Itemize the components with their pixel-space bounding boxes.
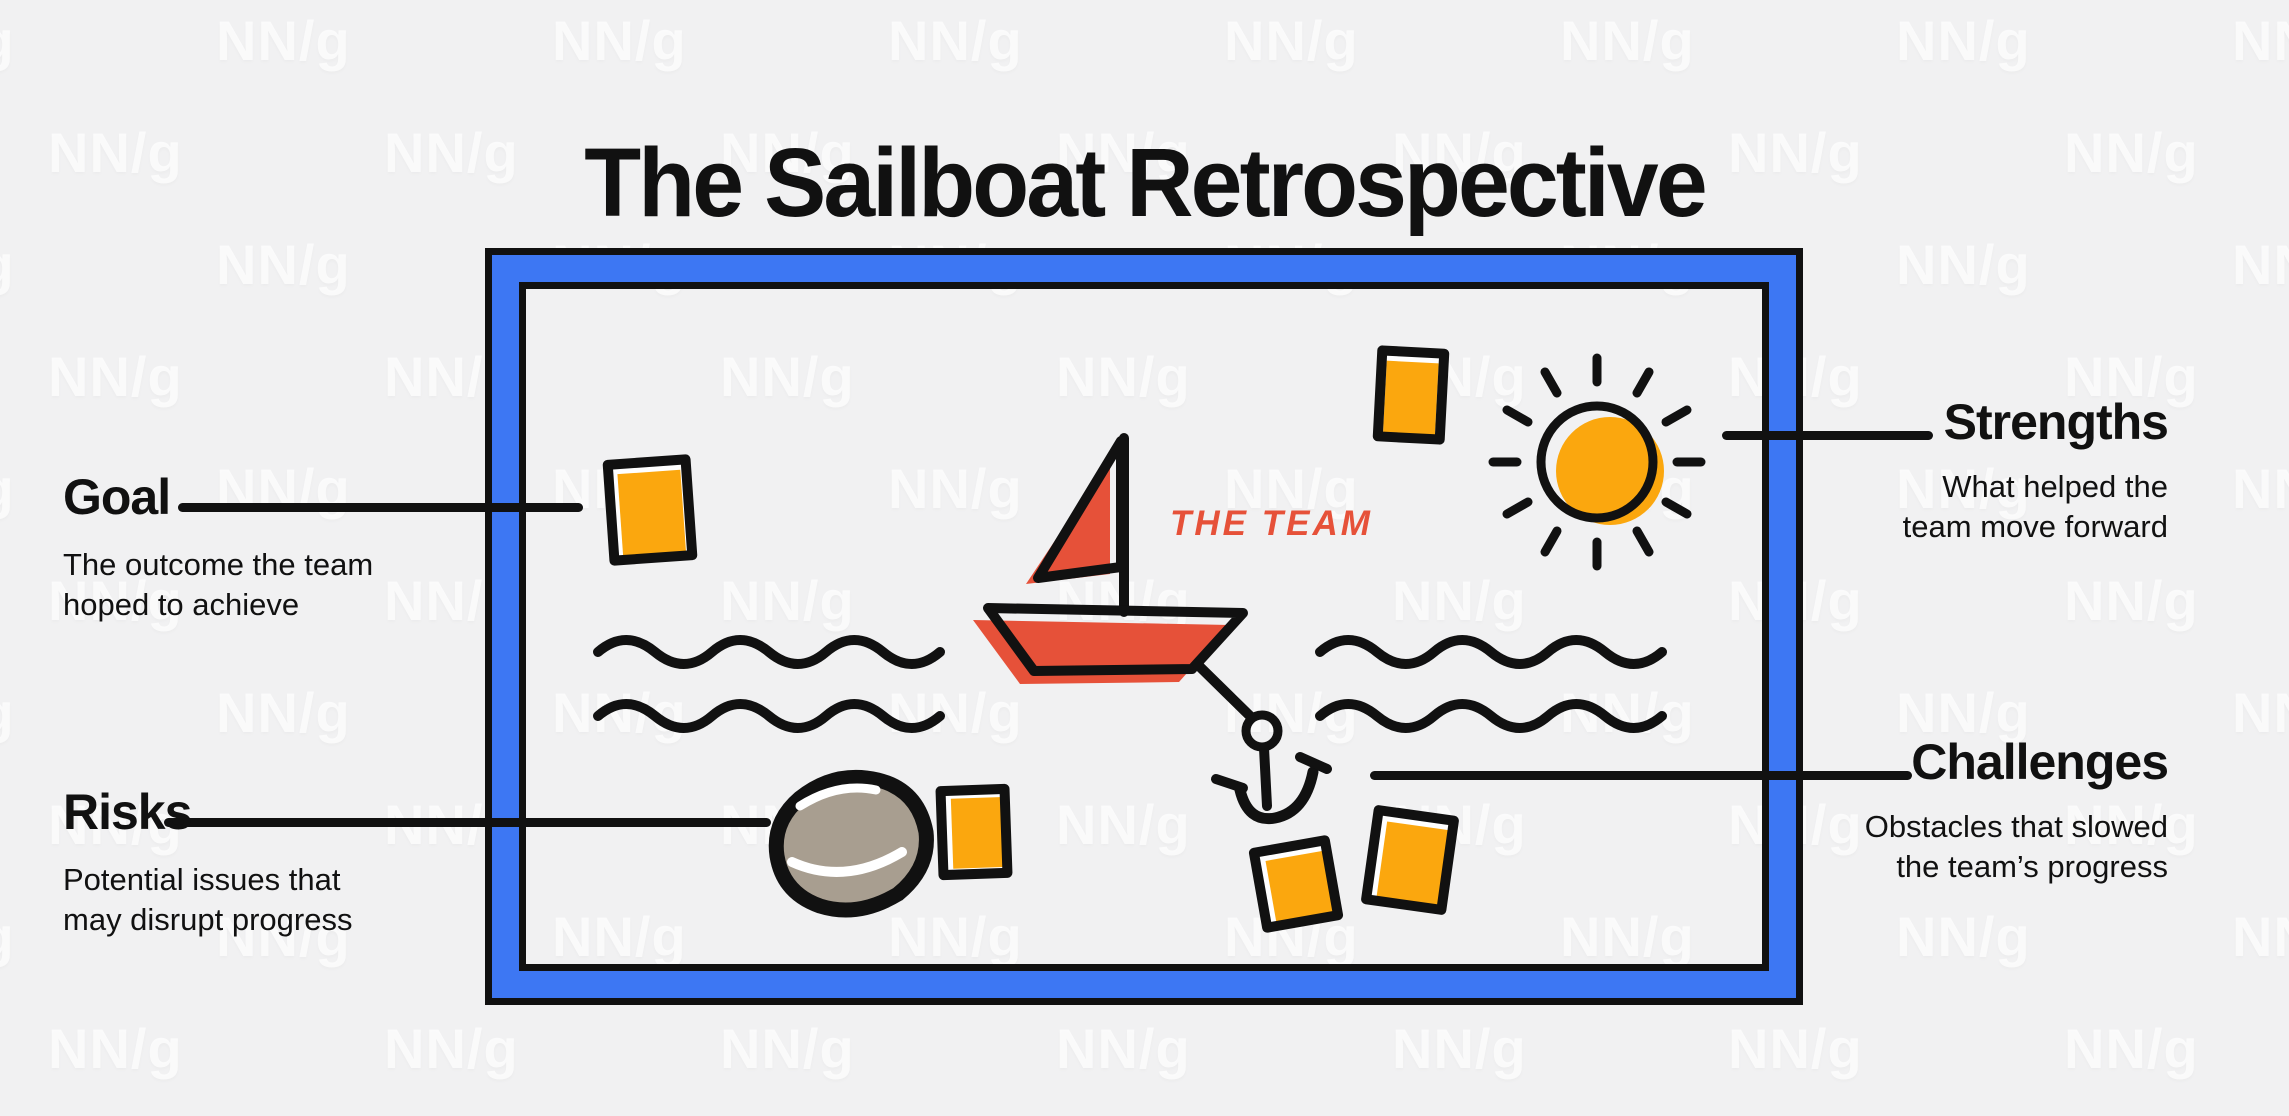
team-label: THE TEAM [1170,504,1373,543]
watermark-text: NN/g [888,9,1023,72]
watermark-text: NN/g [888,457,1023,520]
wave-icon-right [1315,635,1667,733]
goal-description-line2: hoped to achieve [63,586,300,622]
watermark-text: NN/g [216,905,351,968]
watermark-text: NN/g [720,1017,855,1080]
watermark-text: NN/g [2232,457,2289,520]
watermark-text: NN/g [1560,905,1695,968]
challenges-description-line1: Obstacles that slowed [1864,809,2168,844]
watermark-text: NN/g [48,1017,183,1080]
watermark-text: NN/g [720,121,855,184]
watermark-text: NN/g [216,9,351,72]
watermark-text: NN/g [1560,681,1695,744]
watermark-text: NN/g [48,569,183,632]
challenges-connector-line [1370,771,1912,780]
whiteboard-frame-blue-band [492,255,1796,998]
watermark-text: NN/g [1728,1017,1863,1080]
watermark-text: NN/g [2232,905,2289,968]
challenges-description-line2: the team’s progress [1896,848,2168,884]
risks-description-line2: may disrupt progress [63,901,353,937]
watermark-text: NN/g [384,121,519,184]
watermark-text: NN/g [552,9,687,72]
watermark-text: NN/g [48,793,183,856]
wave-icon-left [593,635,945,733]
challenges-label: Challenges [1911,734,2169,790]
watermark-text: NN/g [1728,121,1863,184]
watermark-text: NN/g [2064,121,2199,184]
watermark-text: NN/g [2232,681,2289,744]
watermark-text: NN/g [1392,1017,1527,1080]
sticky-note-anchor-small [1248,835,1344,933]
risks-description: Potential issues that may disrupt progre… [63,860,423,939]
strengths-description: What helped the team move forward [1808,467,2168,546]
watermark-text: NN/g [888,905,1023,968]
sticky-note-top-right [1372,345,1450,445]
watermark-text: NN/g [1056,793,1191,856]
page-title: The Sailboat Retrospective [584,127,1707,237]
watermark-text: NN/g [384,1017,519,1080]
risks-connector-line [164,818,771,827]
goal-description: The outcome the team hoped to achieve [63,545,423,624]
watermark-text: NN/g [552,905,687,968]
watermark-text: NN/g [2232,233,2289,296]
goal-connector-line [178,503,583,512]
strengths-label: Strengths [1943,394,2169,450]
watermark-text: NN/g [1056,345,1191,408]
watermark-text: NN/g [1560,9,1695,72]
watermark-text: NN/g [1056,121,1191,184]
watermark-text: NN/g [2232,9,2289,72]
rock-icon [768,769,934,918]
watermark-text: NN/g [0,680,15,745]
watermark-text: NN/g [1392,121,1527,184]
watermark-text: NN/g [0,456,15,521]
watermark-text: NN/g [2064,1017,2199,1080]
watermark-text: NN/g [0,232,15,297]
watermark-text: NN/g [552,681,687,744]
strengths-description-line1: What helped the [1942,469,2168,504]
watermark-text: NN/g [1224,457,1359,520]
watermark-text: NN/g [1056,1017,1191,1080]
whiteboard-canvas [519,282,1769,971]
watermark-text: NN/g [2064,345,2199,408]
challenges-description: Obstacles that slowed the team’s progres… [1788,807,2168,886]
watermark-text: NN/g [1224,9,1359,72]
watermark-text: NN/g [48,345,183,408]
risks-description-line1: Potential issues that [63,862,341,897]
strengths-connector-line [1722,431,1933,440]
watermark-text: NN/g [216,233,351,296]
anchor-icon [1192,659,1332,825]
watermark-text: NN/g [216,681,351,744]
watermark-text: NN/g [0,8,15,73]
whiteboard-frame [485,248,1803,1005]
watermark-text: NN/g [1896,905,2031,968]
goal-description-line1: The outcome the team [63,547,374,582]
risks-label: Risks [63,784,192,840]
goal-label: Goal [63,469,171,525]
watermark-text: NN/g [2064,793,2199,856]
watermark-text: NN/g [720,569,855,632]
sticky-note-rock [935,783,1013,881]
sticky-note-anchor-large [1361,805,1459,915]
watermark-text: NN/g [1896,233,2031,296]
watermark-text: NN/g [0,904,15,969]
strengths-description-line2: team move forward [1902,508,2168,544]
watermark-text: NN/g [720,345,855,408]
sun-icon [1488,353,1706,571]
watermark-text: NN/g [1896,9,2031,72]
watermark-text: NN/g [2064,569,2199,632]
sticky-note-goal [602,454,698,566]
sailboat-icon [973,433,1248,684]
watermark-text: NN/g [1896,681,2031,744]
watermark-text: NN/g [48,121,183,184]
watermark-text: NN/g [1392,569,1527,632]
watermark-text: NN/g [1896,457,2031,520]
watermark-text: NN/g [888,681,1023,744]
